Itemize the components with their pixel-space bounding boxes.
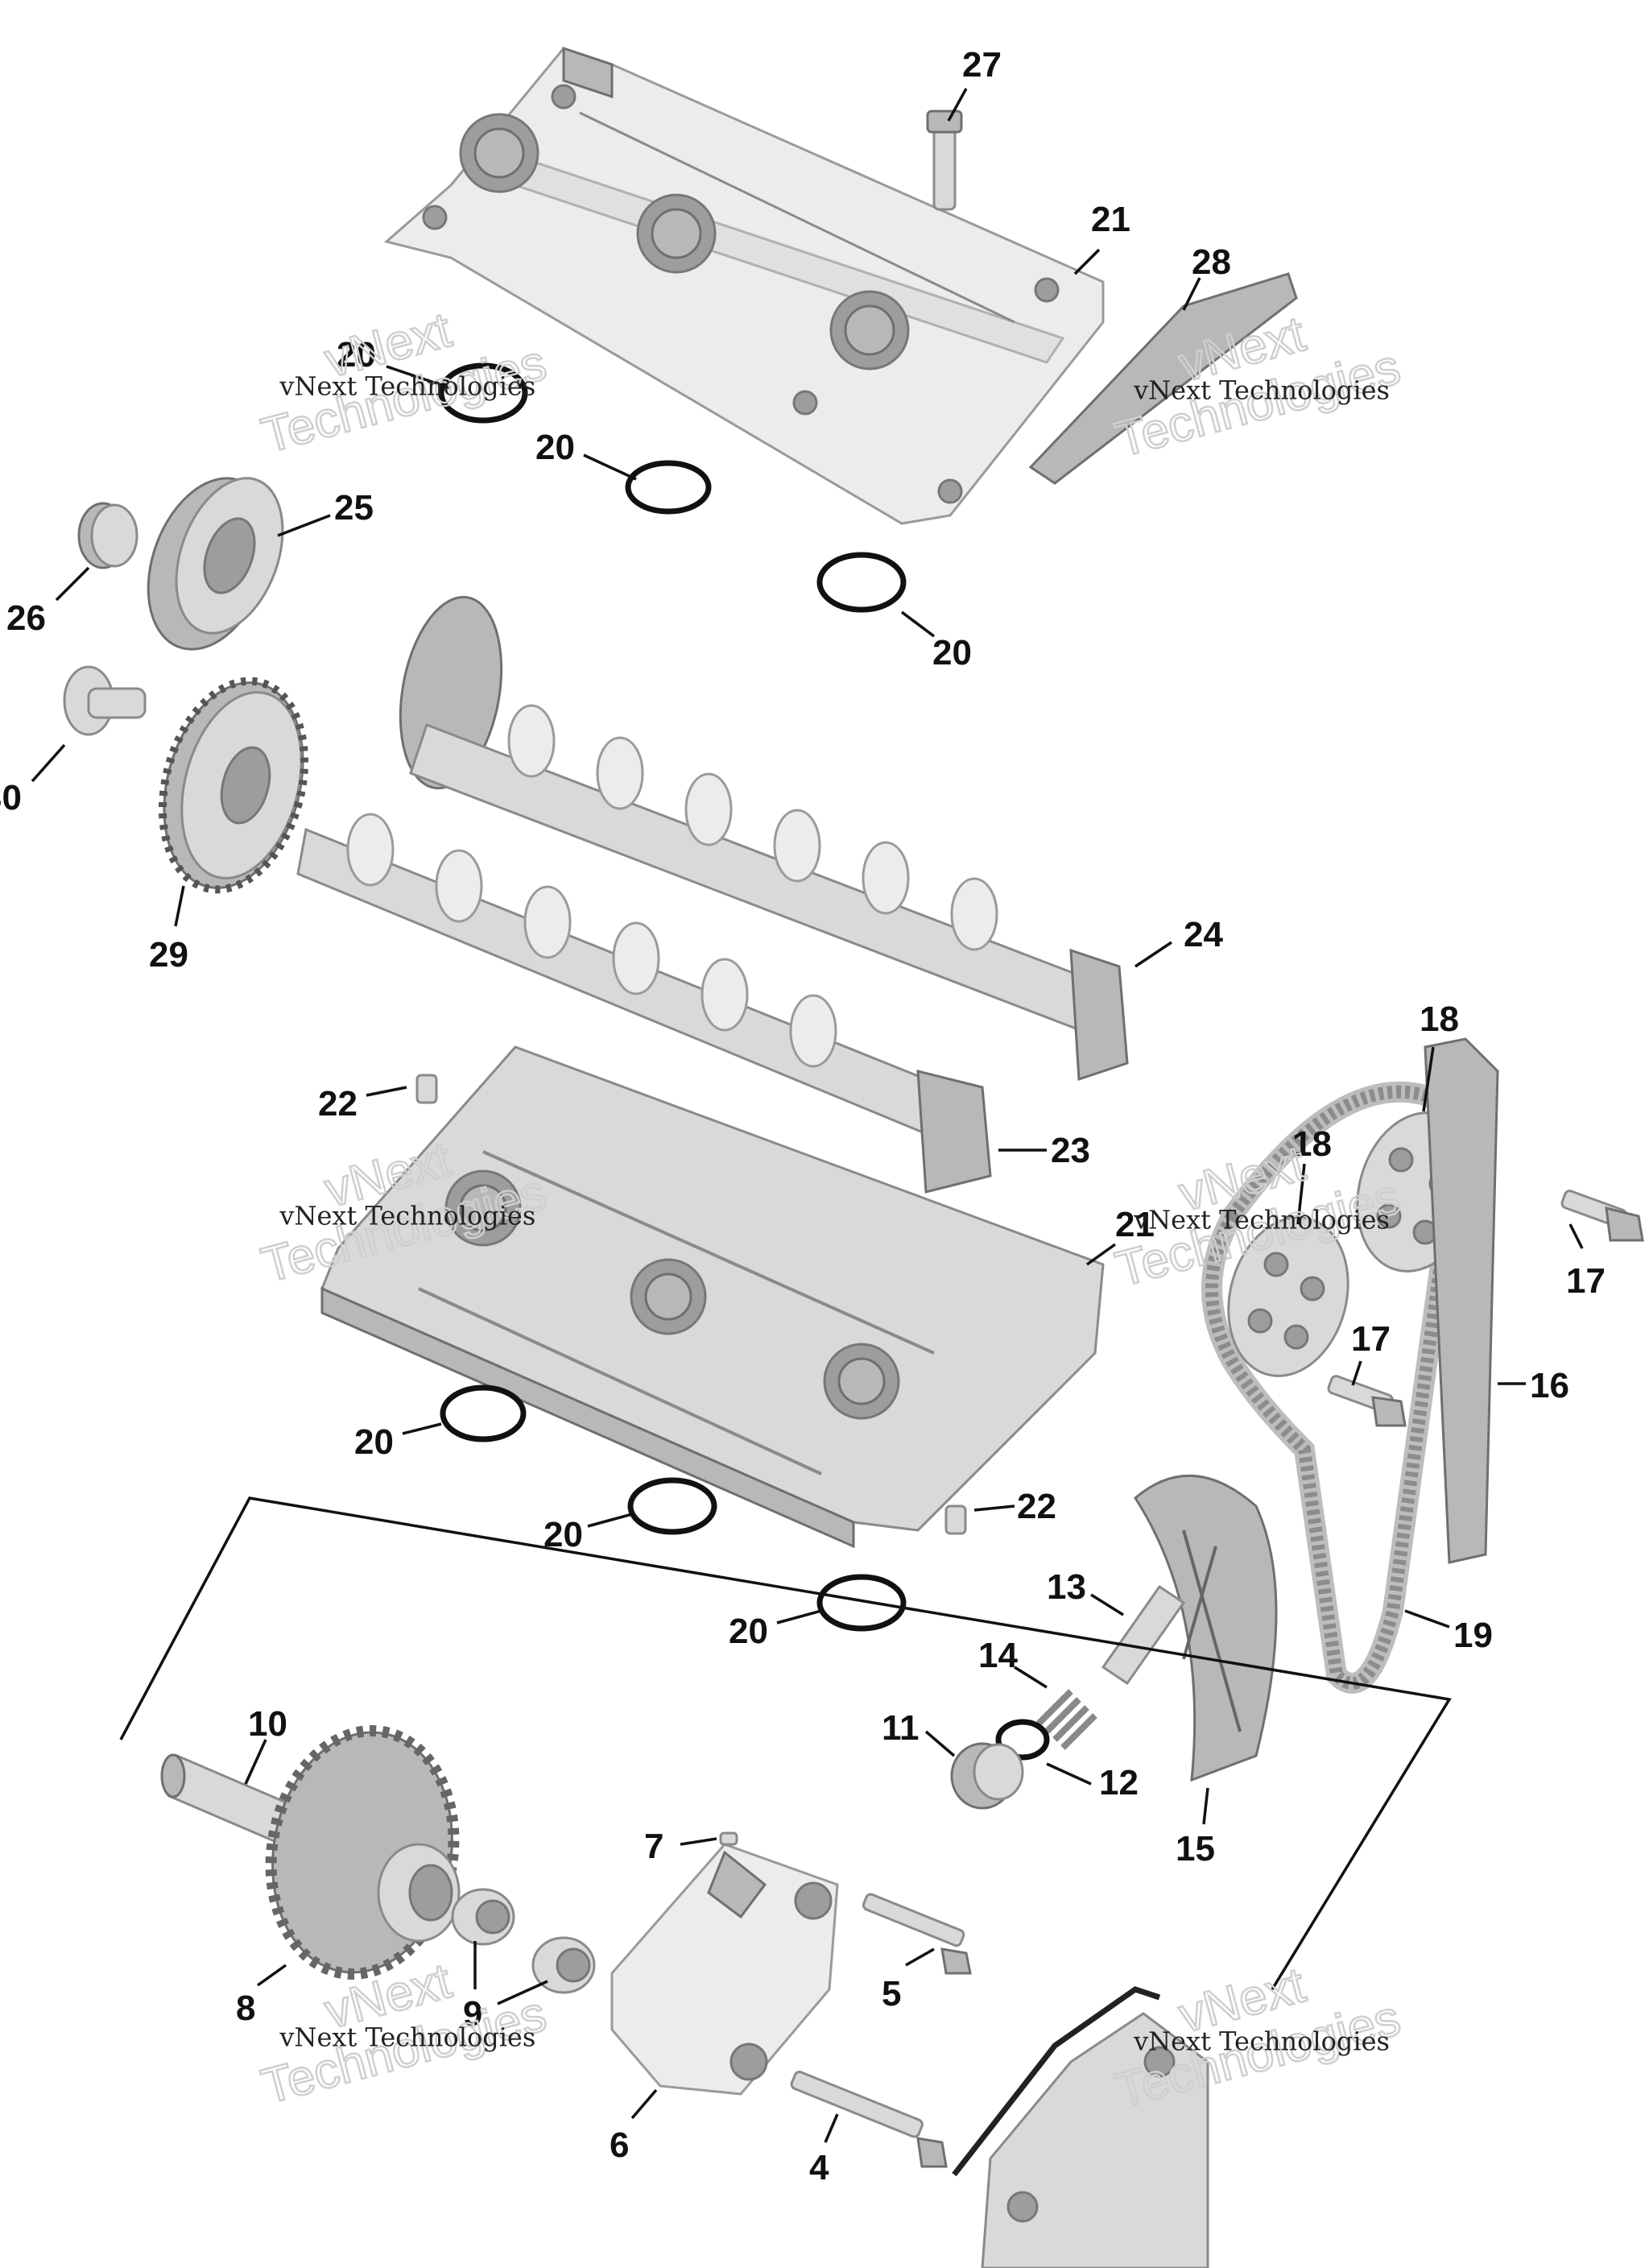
callout-12: 12	[1099, 1763, 1139, 1802]
callout-7: 7	[644, 1827, 663, 1866]
callout-20-a: 20	[337, 335, 376, 375]
svg-text:vNext Technologies: vNext Technologies	[279, 370, 535, 401]
bolt-17-center	[1327, 1375, 1407, 1427]
assembly-frame	[119, 1496, 1452, 1990]
watermark-top-left: vNext Technologies vNext Technologies	[255, 301, 553, 466]
callout-6: 6	[610, 2125, 629, 2165]
svg-text:vNext Technologies: vNext Technologies	[1133, 375, 1390, 406]
callout-22-lower: 22	[1017, 1487, 1056, 1526]
svg-text:vNext Technologies: vNext Technologies	[1133, 1205, 1390, 1235]
dowel-22-upper	[415, 1074, 438, 1104]
callout-20-b: 20	[535, 428, 575, 467]
bolt-5	[862, 1893, 972, 1975]
plug-11	[950, 1742, 1024, 1810]
callout-25: 25	[334, 488, 374, 528]
callout-9: 9	[463, 1994, 482, 2034]
sprocket-29	[158, 677, 309, 894]
callout-14: 14	[978, 1636, 1018, 1675]
leader-lines	[31, 88, 1584, 2143]
callout-10: 10	[248, 1704, 287, 1744]
callout-numbers: 27 21 28 20 20 20 25 26 30 29 24 22 23 1…	[0, 45, 1606, 2187]
bolt-27	[926, 110, 963, 211]
callout-11: 11	[882, 1708, 920, 1748]
callout-17-right: 17	[1566, 1261, 1606, 1301]
callout-20-d: 20	[354, 1422, 394, 1462]
callout-20-f: 20	[729, 1612, 768, 1651]
spring-14	[1036, 1689, 1097, 1750]
callout-18-lower: 18	[1292, 1124, 1332, 1164]
sprocket-18-lower	[1227, 1216, 1349, 1377]
callout-13: 13	[1047, 1567, 1086, 1607]
dowel-22-lower	[944, 1504, 967, 1535]
callout-8: 8	[236, 1989, 255, 2028]
callout-27: 27	[962, 45, 1002, 85]
bolt-30	[63, 665, 147, 736]
callout-20-e: 20	[543, 1515, 583, 1554]
chain-guide-28	[1028, 272, 1298, 485]
callout-29: 29	[149, 935, 188, 975]
callout-5: 5	[882, 1974, 901, 2013]
callout-21-lower: 21	[1115, 1205, 1155, 1244]
bracket-6	[610, 1843, 839, 2096]
pin-7	[719, 1831, 738, 1846]
svg-text:vNext Technologies: vNext Technologies	[279, 1200, 535, 1231]
gear-8	[265, 1725, 461, 1980]
callout-28: 28	[1192, 242, 1231, 282]
callout-21-upper: 21	[1091, 200, 1130, 239]
callout-15: 15	[1176, 1829, 1215, 1869]
callout-26: 26	[6, 598, 46, 638]
callout-23: 23	[1051, 1131, 1090, 1170]
callout-19: 19	[1453, 1616, 1493, 1655]
camshaft-23	[296, 813, 992, 1194]
callout-24: 24	[1184, 915, 1223, 954]
callout-18-upper: 18	[1420, 999, 1459, 1039]
watermark-bottom-right: vNext Technologies vNext Technologies	[1109, 1956, 1407, 2121]
cam-phaser-25	[147, 477, 284, 651]
o-rings-lower	[440, 1384, 907, 1632]
callout-30: 30	[0, 778, 22, 817]
callout-4: 4	[809, 2148, 829, 2187]
lower-camshaft-holder	[320, 1045, 1105, 1549]
side-cover	[952, 1986, 1209, 2268]
bolt-17-right	[1560, 1190, 1644, 1242]
callout-22-upper: 22	[318, 1084, 357, 1124]
washer-12	[995, 1719, 1050, 1761]
timing-chain-19	[1201, 1081, 1472, 1694]
tensioner-guide-15	[1134, 1474, 1278, 1782]
bushing-26	[77, 502, 138, 569]
needle-bearings-9	[451, 1888, 596, 1994]
upper-camshaft-holder	[383, 46, 1105, 525]
tensioner-plunger-13	[1101, 1584, 1186, 1686]
callout-17-center: 17	[1351, 1319, 1391, 1359]
callout-20-c: 20	[932, 633, 972, 673]
bolt-4	[790, 2071, 948, 2168]
svg-text:vNext Technologies: vNext Technologies	[1133, 2026, 1390, 2057]
camshaft-24	[399, 595, 1129, 1082]
o-rings-upper	[438, 362, 907, 613]
chain-guide-16	[1424, 1037, 1499, 1564]
callout-16: 16	[1530, 1366, 1569, 1405]
shaft-10	[160, 1753, 291, 1847]
svg-text:vNext Technologies: vNext Technologies	[279, 2022, 535, 2052]
